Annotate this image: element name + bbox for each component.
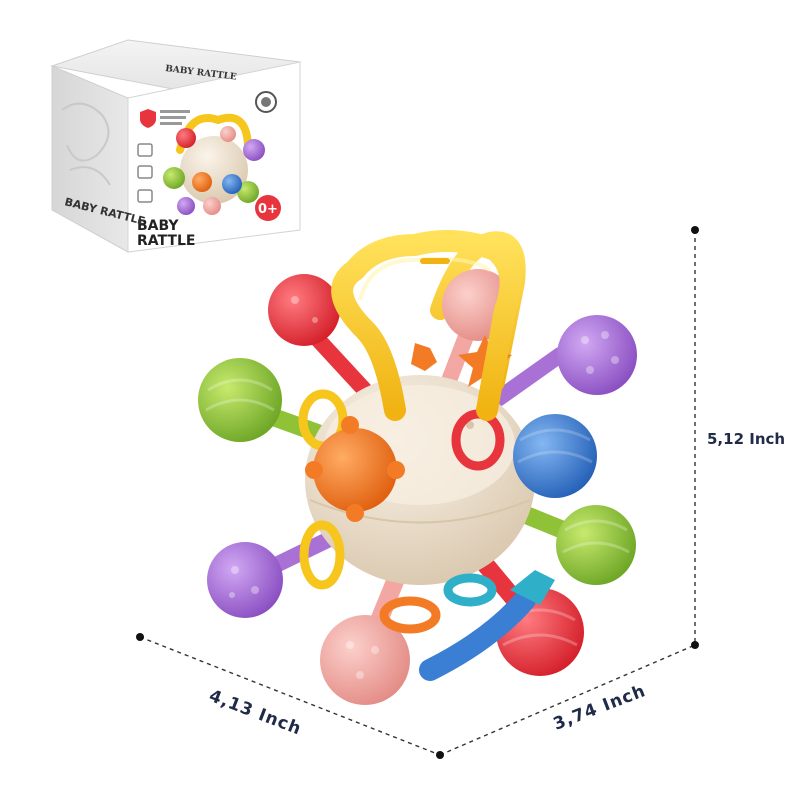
blue-ball-front [513, 414, 597, 498]
rattle-toy [198, 230, 637, 705]
shield-icon [140, 109, 156, 128]
package-toy-art [163, 113, 265, 215]
orange-ball-front [313, 428, 397, 512]
dimension-lines [139, 230, 696, 756]
package-title-line1: BABY [137, 218, 179, 234]
dimension-endpoints [136, 226, 699, 759]
package-title-line2: RATTLE [137, 233, 195, 249]
red-ball [268, 274, 340, 346]
pink-ball-bottom [320, 615, 410, 705]
green-ball-right [556, 505, 636, 585]
age-badge: 0+ [258, 202, 278, 217]
green-ball-left [198, 358, 282, 442]
purple-ball-left [207, 542, 283, 618]
height-label: 5,12 Inch [707, 430, 785, 448]
age-badge-circle [255, 195, 281, 221]
package-box: 0+ BABY RATTLE BABY RATTLE BABY RATTLE [50, 39, 302, 253]
purple-ball-right [557, 315, 637, 395]
width-label: 4,13 Inch [206, 686, 304, 740]
depth-label: 3,74 Inch [551, 681, 649, 735]
emblem-icon [255, 91, 277, 113]
